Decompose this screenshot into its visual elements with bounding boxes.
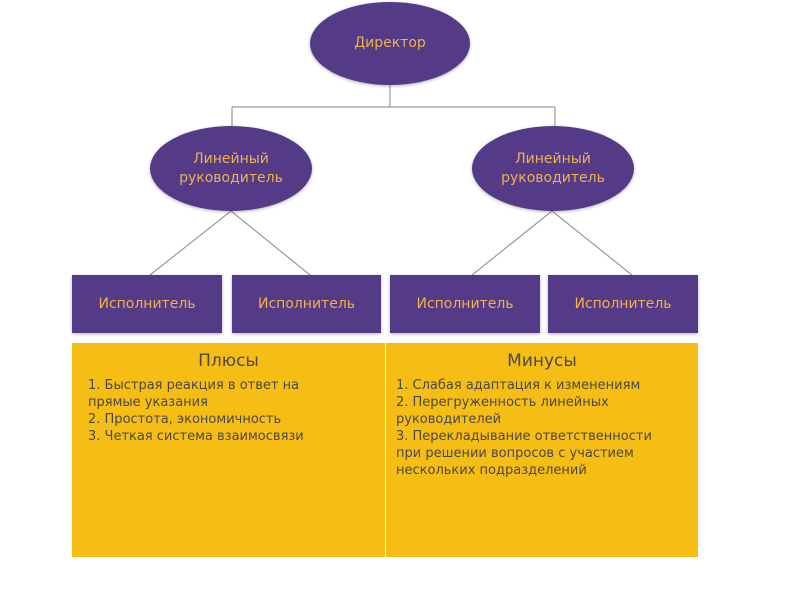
list-item: 2. Простота, экономичность [88,412,282,427]
list-item: 2. Перегруженность линейных руководителе… [396,395,609,427]
list-item: 1. Слабая адаптация к изменениям [396,378,641,393]
pros-list: 1. Быстрая реакция в ответ на прямые ука… [72,377,385,445]
executor-label: Исполнитель [98,296,196,312]
manager-label: Линейный руководитель [501,150,605,186]
list-item: 3. Четкая система взаимосвязи [88,429,304,444]
executor-label: Исполнитель [257,296,356,312]
list-item: 3. Перекладывание ответственности при ре… [396,429,652,478]
pros-panel: Плюсы 1. Быстрая реакция в ответ на прям… [72,343,385,557]
connector [471,210,553,276]
cons-list: 1. Слабая адаптация к изменениям 2. Пере… [386,377,698,479]
executor-node: Исполнитель [72,275,222,333]
executor-node: Исполнитель [232,275,381,333]
cons-title: Минусы [507,351,577,371]
cons-panel: Минусы 1. Слабая адаптация к изменениям … [386,343,698,557]
connector [149,210,232,276]
pros-title: Плюсы [198,351,259,371]
manager-label: Линейный руководитель [179,150,283,186]
director-label: Директор [354,35,426,51]
connector [230,210,311,276]
manager-node-left: Линейный руководитель [150,126,312,211]
director-node: Директор [310,2,470,85]
executor-node: Исполнитель [548,275,698,333]
manager-node-right: Линейный руководитель [472,126,634,211]
connector [551,210,633,276]
executor-node: Исполнитель [390,275,540,333]
executor-label: Исполнитель [416,296,514,312]
executor-label: Исполнитель [574,296,672,312]
list-item: 1. Быстрая реакция в ответ на прямые ука… [88,378,300,410]
